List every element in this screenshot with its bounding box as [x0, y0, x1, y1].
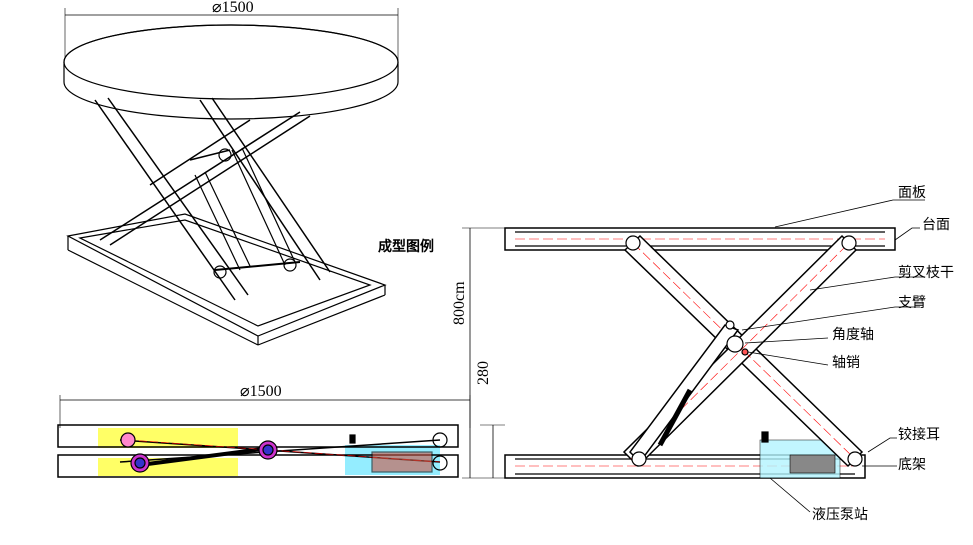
max-height-label: 800cm [451, 281, 468, 325]
bottom-beam [504, 454, 866, 479]
callout-shaft-pin: 轴销 [832, 355, 860, 371]
callout-scissor-arm: 剪叉枝干 [898, 265, 954, 281]
iso-view-title: 成型图例 [378, 239, 434, 255]
top-beam [504, 227, 896, 251]
support-arm [629, 324, 740, 464]
callout-base-frame: 底架 [898, 457, 926, 473]
side-diameter-label: ⌀1500 [240, 383, 282, 400]
iso-view [63, 8, 399, 346]
leader-lines [741, 199, 925, 513]
front-view [462, 199, 925, 513]
min-height-label: 280 [475, 361, 492, 385]
callout-hydraulic-pump: 液压泵站 [812, 507, 868, 523]
callout-panel: 面板 [898, 185, 926, 201]
callout-table-top: 台面 [922, 217, 950, 233]
side-view [57, 395, 471, 478]
callout-support-arm: 支臂 [898, 295, 926, 311]
callout-hinge-lug: 铰接耳 [898, 427, 940, 443]
callout-angle-shaft: 角度轴 [832, 327, 874, 343]
iso-diameter-label: ⌀1500 [212, 0, 254, 16]
